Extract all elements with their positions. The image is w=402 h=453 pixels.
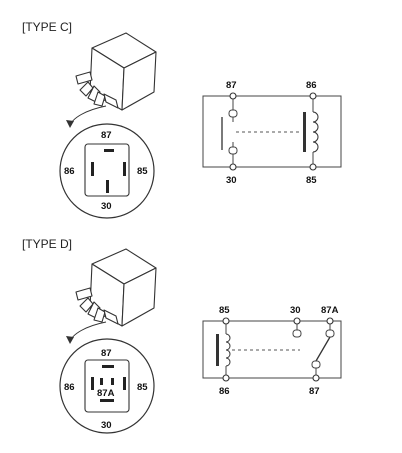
type-c-socket-pin-right: 85	[137, 166, 148, 177]
type-c-schem-pin-86: 86	[306, 80, 317, 91]
type-d-socket-pin-right: 85	[137, 382, 148, 393]
type-d-socket-pin-left: 86	[64, 382, 75, 393]
type-d-schem-pin-30: 30	[290, 305, 301, 316]
type-c-schem-pin-85: 85	[306, 175, 317, 186]
type-d-schem-pin-85: 85	[219, 305, 230, 316]
type-c-socket-pin-bottom: 30	[101, 201, 112, 212]
type-d-socket-square	[84, 359, 130, 413]
type-c-socket-square	[84, 143, 130, 197]
type-c-socket-pin-top: 87	[101, 130, 112, 141]
type-c-pointer-arrow	[69, 105, 107, 127]
type-c-schem-pin-87: 87	[226, 80, 237, 91]
type-c-relay-body	[75, 32, 157, 111]
type-d-schem-pin-87a: 87A	[321, 305, 339, 316]
type-d-title: [TYPE D]	[22, 237, 73, 251]
type-d-socket-pin-bottom: 30	[101, 420, 112, 431]
type-d-relay-body	[75, 248, 157, 327]
type-c-schematic	[202, 92, 342, 171]
type-c-title: [TYPE C]	[22, 20, 73, 34]
type-d-socket-pin-center: 87A	[97, 388, 115, 399]
type-d-schem-pin-86: 86	[219, 386, 230, 397]
type-d-socket-pin-top: 87	[101, 348, 112, 359]
type-d-schem-pin-87: 87	[309, 386, 320, 397]
type-c-schem-pin-30: 30	[226, 175, 237, 186]
type-c-socket-pin-left: 86	[64, 166, 75, 177]
type-d-schematic	[202, 317, 342, 382]
